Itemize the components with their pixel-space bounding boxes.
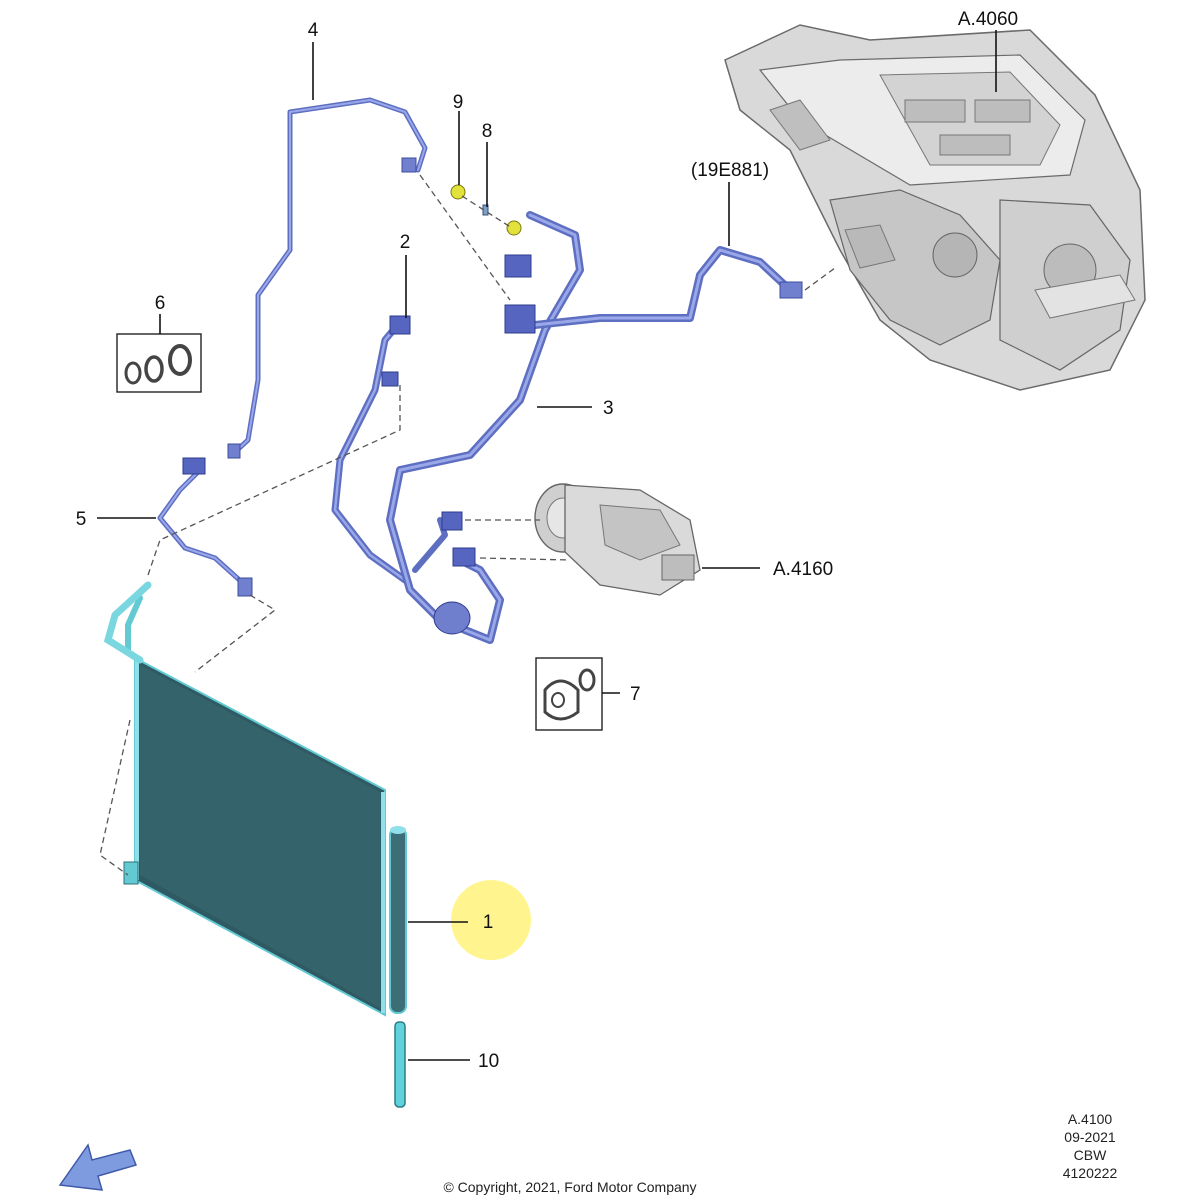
condenser: [103, 581, 407, 1017]
callout-7: 7: [630, 684, 641, 705]
ac-line-3: [386, 211, 803, 644]
callout-8: 8: [482, 121, 493, 142]
callout-a4160: A.4160: [773, 559, 833, 580]
highlight-marker: [451, 880, 531, 960]
ref-code: A.4100: [1067, 1111, 1113, 1127]
seal-kit-6: [116, 333, 202, 393]
ref-date: 09-2021: [1064, 1129, 1116, 1145]
callout-4: 4: [308, 20, 319, 41]
callout-10: 10: [478, 1051, 499, 1072]
reference-block: A.4100 09-2021 CBW 4120222: [1040, 1110, 1140, 1182]
callout-1: 1: [483, 912, 494, 933]
hvac-module-a4060: [724, 24, 1146, 391]
leader-lines: [97, 30, 997, 1061]
callout-9: 9: [453, 92, 464, 113]
dashed-connectors: [99, 174, 836, 876]
copyright-text: © Copyright, 2021, Ford Motor Company: [443, 1179, 697, 1195]
ac-line-5: [157, 457, 253, 597]
compressor-a4160: [534, 483, 701, 596]
seal-strip-10: [394, 1021, 406, 1108]
ac-line-2: [331, 315, 411, 584]
illustration-number: 4120222: [1062, 1165, 1118, 1181]
callout-6: 6: [155, 293, 166, 314]
direction-arrow-icon: [58, 1143, 138, 1191]
callout-3: 3: [603, 398, 614, 419]
ac-line-4: [227, 97, 428, 459]
seal-kit-7: [535, 657, 603, 731]
callout-5: 5: [76, 509, 87, 530]
nut-icon: [450, 184, 522, 236]
ref-author: CBW: [1073, 1147, 1107, 1163]
callout-19e881: (19E881): [691, 160, 769, 181]
callout-2: 2: [400, 232, 411, 253]
callout-a4060: A.4060: [958, 9, 1018, 30]
